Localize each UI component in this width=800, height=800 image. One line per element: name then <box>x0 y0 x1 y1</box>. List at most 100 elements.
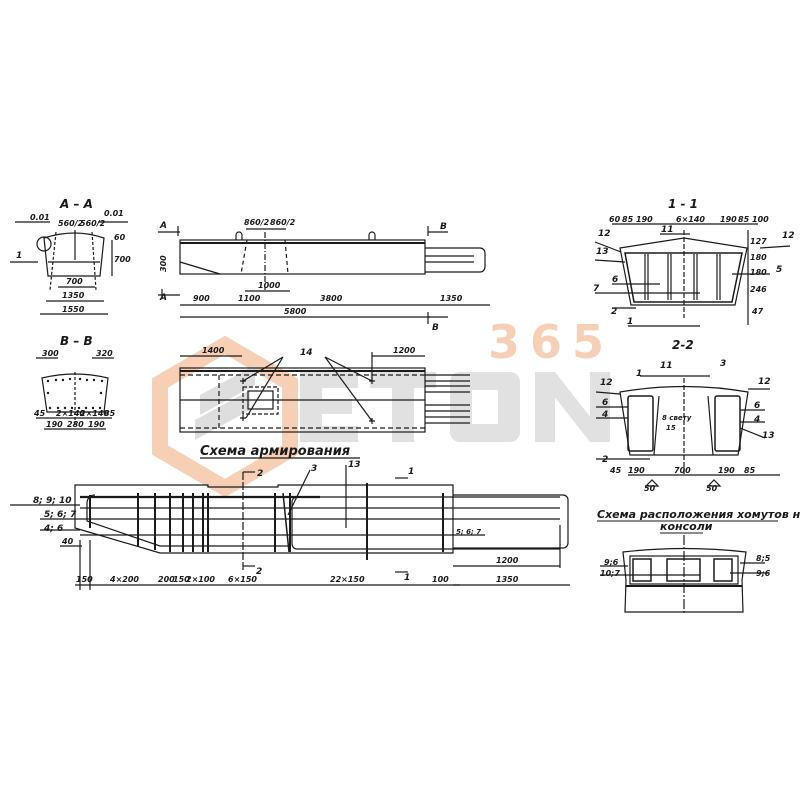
svg-text:5; 6; 7: 5; 6; 7 <box>44 510 77 520</box>
svg-text:4×200: 4×200 <box>109 575 139 584</box>
svg-text:860/2: 860/2 <box>270 218 296 227</box>
svg-text:50: 50 <box>706 484 718 493</box>
svg-text:700: 700 <box>674 466 691 475</box>
svg-text:8 свету: 8 свету <box>662 414 692 422</box>
svg-text:200: 200 <box>158 575 175 584</box>
svg-text:7: 7 <box>593 284 600 294</box>
section-1-1 <box>594 223 791 327</box>
svg-text:2×140: 2×140 <box>56 409 85 418</box>
svg-text:280: 280 <box>67 420 84 429</box>
svg-text:4: 4 <box>753 415 760 425</box>
svg-text:12: 12 <box>782 231 795 241</box>
svg-text:12: 12 <box>600 378 613 388</box>
svg-text:85: 85 <box>738 215 750 224</box>
svg-text:320: 320 <box>96 349 113 358</box>
svg-text:1100: 1100 <box>238 294 261 303</box>
svg-text:40: 40 <box>61 537 74 546</box>
cut-2-top: 2 <box>257 469 263 479</box>
svg-text:2: 2 <box>602 455 608 465</box>
svg-text:100: 100 <box>432 575 449 584</box>
svg-text:190: 190 <box>718 466 735 475</box>
svg-text:180: 180 <box>750 253 767 262</box>
svg-text:1550: 1550 <box>62 305 85 314</box>
svg-text:1200: 1200 <box>496 556 519 565</box>
cut-1-bottom: 1 <box>404 573 410 583</box>
svg-text:127: 127 <box>750 237 767 246</box>
reinforcement-elevation <box>10 465 570 590</box>
svg-text:5; 6; 7: 5; 6; 7 <box>456 528 481 536</box>
svg-text:9;6: 9;6 <box>604 558 619 567</box>
cut-a-top: А <box>159 221 167 231</box>
svg-text:1000: 1000 <box>258 281 281 290</box>
svg-text:2: 2 <box>611 307 617 317</box>
svg-text:246: 246 <box>750 285 767 294</box>
svg-text:5800: 5800 <box>284 307 307 316</box>
svg-text:6×140: 6×140 <box>676 215 705 224</box>
section-title: 1 - 1 <box>668 197 698 211</box>
plan-view <box>179 352 470 433</box>
svg-text:190: 190 <box>88 420 105 429</box>
svg-text:560/2: 560/2 <box>58 219 84 228</box>
svg-text:190: 190 <box>628 466 645 475</box>
svg-text:4: 4 <box>601 410 608 420</box>
svg-text:180: 180 <box>750 268 767 277</box>
svg-text:13: 13 <box>762 431 775 441</box>
svg-text:1350: 1350 <box>440 294 463 303</box>
svg-text:4; 6: 4; 6 <box>43 524 63 534</box>
svg-text:1400: 1400 <box>202 346 225 355</box>
svg-text:11: 11 <box>661 225 674 235</box>
section-2-2-labels: 2-2 12 6 4 2 1 11 3 12 6 4 13 8 свету 15… <box>600 338 775 493</box>
svg-text:150: 150 <box>173 575 190 584</box>
svg-text:365: 365 <box>488 315 614 369</box>
reinforcement-elevation-labels: 8; 9; 10 5; 6; 7 4; 6 40 2 2 1 1 3 13 5;… <box>33 460 519 584</box>
svg-text:150: 150 <box>76 575 93 584</box>
svg-text:900: 900 <box>193 294 210 303</box>
svg-text:45: 45 <box>33 409 46 418</box>
svg-text:0.01: 0.01 <box>30 213 50 222</box>
cut-b-bottom: В <box>432 323 439 333</box>
svg-text:консоли: консоли <box>660 520 713 533</box>
svg-text:860/2: 860/2 <box>244 218 270 227</box>
svg-text:60: 60 <box>114 233 126 242</box>
svg-text:0.01: 0.01 <box>104 209 124 218</box>
svg-text:6: 6 <box>602 398 608 408</box>
cut-2-bottom: 2 <box>256 567 262 577</box>
section-b-b <box>36 357 114 430</box>
section-title: А – А <box>59 197 93 211</box>
cut-1-top: 1 <box>408 467 414 477</box>
svg-text:190: 190 <box>720 215 737 224</box>
svg-text:6×150: 6×150 <box>228 575 257 584</box>
section-1-1-labels: 1 - 1 60 85 190 6×140 190 85 100 127 180… <box>593 197 795 327</box>
svg-text:13: 13 <box>596 247 609 257</box>
section-2-2 <box>595 375 780 487</box>
cut-b-top: В <box>440 222 447 232</box>
svg-text:13: 13 <box>348 460 361 470</box>
svg-text:190: 190 <box>636 215 653 224</box>
stirrup-scheme <box>600 535 768 615</box>
svg-text:100: 100 <box>752 215 769 224</box>
svg-text:10;7: 10;7 <box>600 569 620 578</box>
beam-elevation <box>158 226 490 324</box>
cut-a-bottom: А <box>159 293 167 303</box>
svg-text:190: 190 <box>46 420 63 429</box>
svg-text:3800: 3800 <box>320 294 343 303</box>
svg-text:300: 300 <box>42 349 59 358</box>
svg-text:9;6: 9;6 <box>756 569 771 578</box>
svg-text:14: 14 <box>300 348 313 358</box>
svg-text:8;5: 8;5 <box>756 554 771 563</box>
svg-text:12: 12 <box>598 229 611 239</box>
svg-text:1350: 1350 <box>62 291 85 300</box>
svg-text:6: 6 <box>754 401 760 411</box>
svg-text:85: 85 <box>744 466 756 475</box>
section-a-a <box>10 221 128 315</box>
reinforcement-scheme-title: Схема армирования <box>200 444 350 459</box>
svg-text:11: 11 <box>660 361 673 371</box>
svg-text:22×150: 22×150 <box>330 575 365 584</box>
svg-text:3: 3 <box>311 464 317 474</box>
svg-text:85: 85 <box>104 409 116 418</box>
svg-text:1: 1 <box>16 251 22 261</box>
plan-view-labels: 1400 1200 14 Схема армирования <box>200 346 416 459</box>
stirrup-scheme-labels: Схема расположения хомутов на консоли 9;… <box>597 508 800 578</box>
svg-text:5: 5 <box>776 265 782 275</box>
